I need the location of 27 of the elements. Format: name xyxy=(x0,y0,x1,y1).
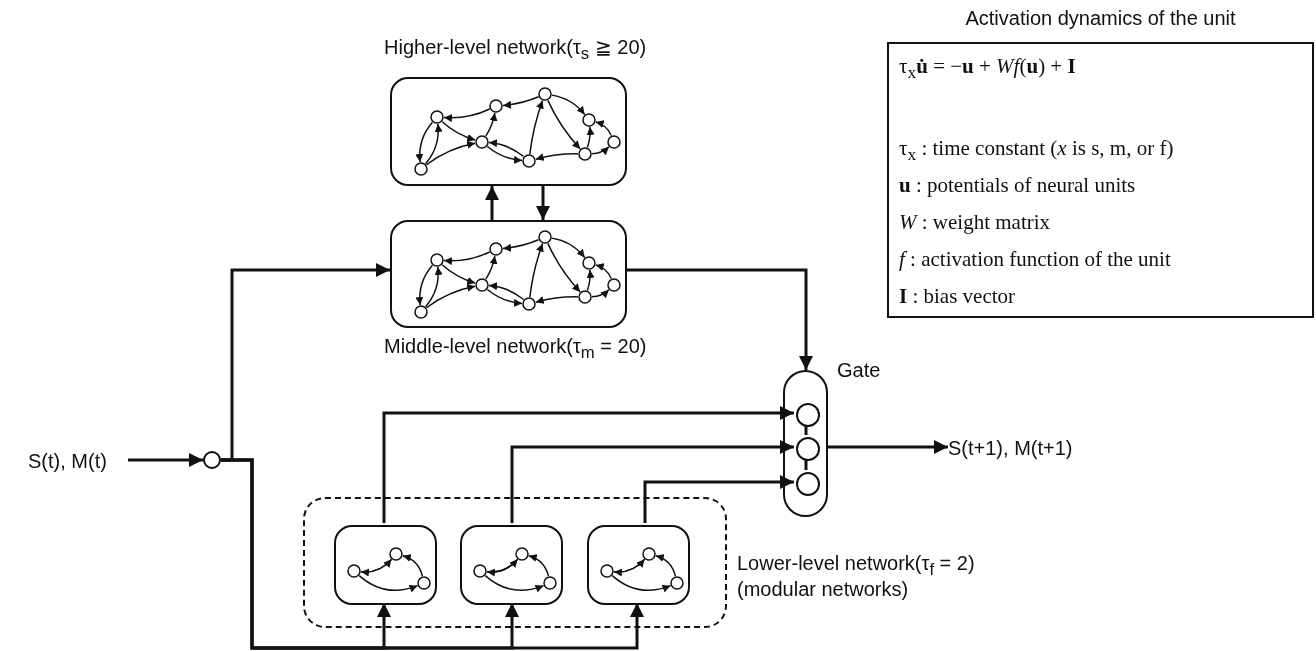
network-title: Lower-level network(τ$_{f}$ = 2) xyxy=(737,551,975,580)
connector-arrow xyxy=(627,268,813,370)
connector-arrow xyxy=(828,440,948,454)
definition-text: u : potentials of neural units xyxy=(899,173,1136,199)
connector-arrow xyxy=(485,186,499,220)
connector-arrow xyxy=(510,440,794,523)
signal-label: S(t+1), M(t+1) xyxy=(948,436,1098,460)
connector-arrow xyxy=(536,186,550,220)
gate-unit-circle xyxy=(796,403,820,427)
junction-circle xyxy=(203,451,221,469)
gate-unit-circle xyxy=(796,437,820,461)
gate-unit-circle xyxy=(796,472,820,496)
connector-arrow xyxy=(128,453,203,467)
connector-arrow xyxy=(382,406,794,523)
definition-text: f : activation function of the unit xyxy=(899,247,1171,273)
signal-label: S(t), M(t) xyxy=(28,449,128,473)
connector-arrow xyxy=(643,475,794,523)
definition-text: W : weight matrix xyxy=(899,210,1051,236)
network-subtitle: (modular networks) xyxy=(737,577,909,601)
network-title: Higher-level network(τ$_{s}$ ≧ 20) xyxy=(384,35,647,64)
equation: τ$_{x}$u̇ = −u + Wf(u) + I xyxy=(899,54,1076,84)
connector-arrow xyxy=(221,458,644,650)
network-title: Middle-level network(τ$_{m}$ = 20) xyxy=(384,334,647,363)
definition-text: I : bias vector xyxy=(899,284,1016,310)
gate-label: Gate xyxy=(837,358,881,382)
definition-text: τ$_{x}$ : time constant (x is s, m, or f) xyxy=(899,136,1174,166)
panel-title: Activation dynamics of the unit xyxy=(964,6,1237,30)
